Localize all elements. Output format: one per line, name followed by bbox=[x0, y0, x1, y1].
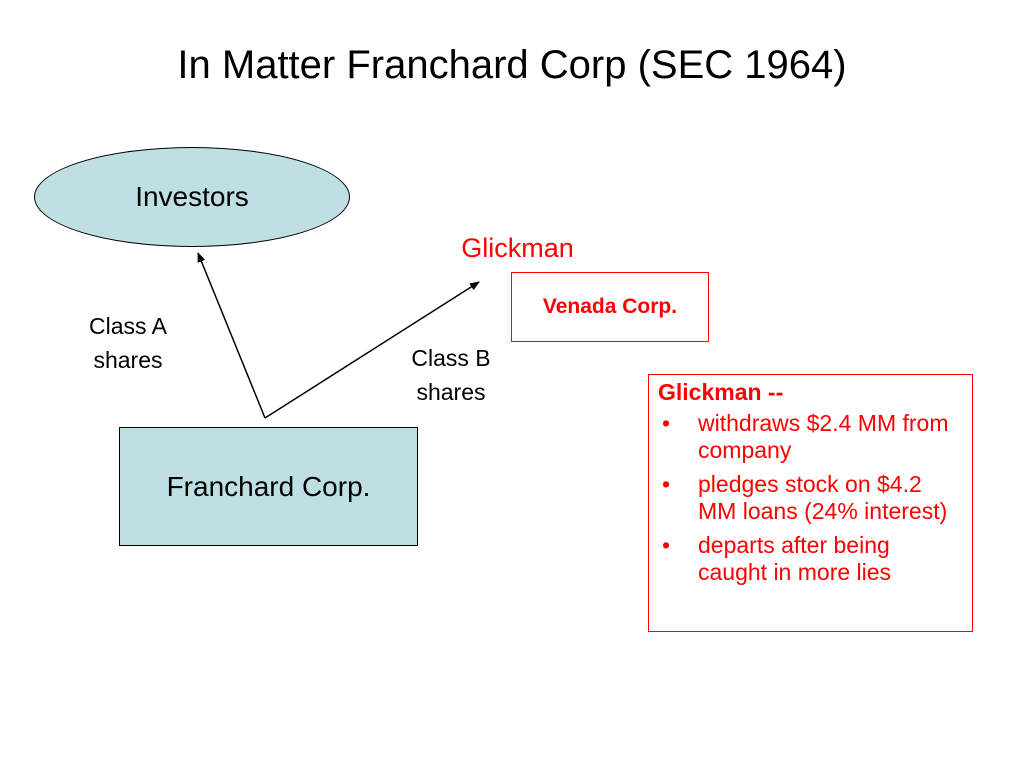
glickman-notes-box: Glickman -- • withdraws $2.4 MM from com… bbox=[648, 374, 973, 632]
venada-corp-node: Venada Corp. bbox=[511, 272, 709, 342]
arrow-to-investors bbox=[197, 252, 266, 419]
venada-corp-label: Venada Corp. bbox=[542, 295, 678, 318]
class-a-line-2: shares bbox=[93, 347, 163, 373]
class-b-line-2: shares bbox=[416, 379, 486, 405]
notes-heading: Glickman -- bbox=[658, 379, 784, 405]
class-b-shares-label: Class B shares bbox=[386, 341, 516, 409]
slide-title: In Matter Franchard Corp (SEC 1964) bbox=[177, 43, 847, 87]
notes-item-text: withdraws $2.4 MM from company bbox=[698, 410, 949, 463]
notes-item-text: departs after being caught in more lies bbox=[698, 532, 892, 585]
franchard-corp-label: Franchard Corp. bbox=[166, 470, 371, 502]
franchard-corp-node: Franchard Corp. bbox=[119, 427, 418, 546]
investors-label: Investors bbox=[135, 181, 249, 212]
class-a-shares-label: Class A shares bbox=[64, 309, 192, 377]
arrow-to-glickman bbox=[264, 281, 480, 419]
bullet-icon: • bbox=[662, 410, 671, 436]
notes-item-text: pledges stock on $4.2 MM loans (24% inte… bbox=[698, 471, 948, 524]
bullet-icon: • bbox=[662, 532, 671, 558]
notes-item: • withdraws $2.4 MM from company bbox=[658, 410, 964, 464]
class-b-line-1: Class B bbox=[411, 345, 491, 371]
investors-node: Investors bbox=[34, 147, 350, 247]
bullet-icon: • bbox=[662, 471, 671, 497]
glickman-label: Glickman bbox=[461, 233, 574, 263]
notes-list: • withdraws $2.4 MM from company • pledg… bbox=[658, 410, 964, 586]
notes-item: • departs after being caught in more lie… bbox=[658, 532, 964, 586]
notes-item: • pledges stock on $4.2 MM loans (24% in… bbox=[658, 471, 964, 525]
class-a-line-1: Class A bbox=[89, 313, 167, 339]
